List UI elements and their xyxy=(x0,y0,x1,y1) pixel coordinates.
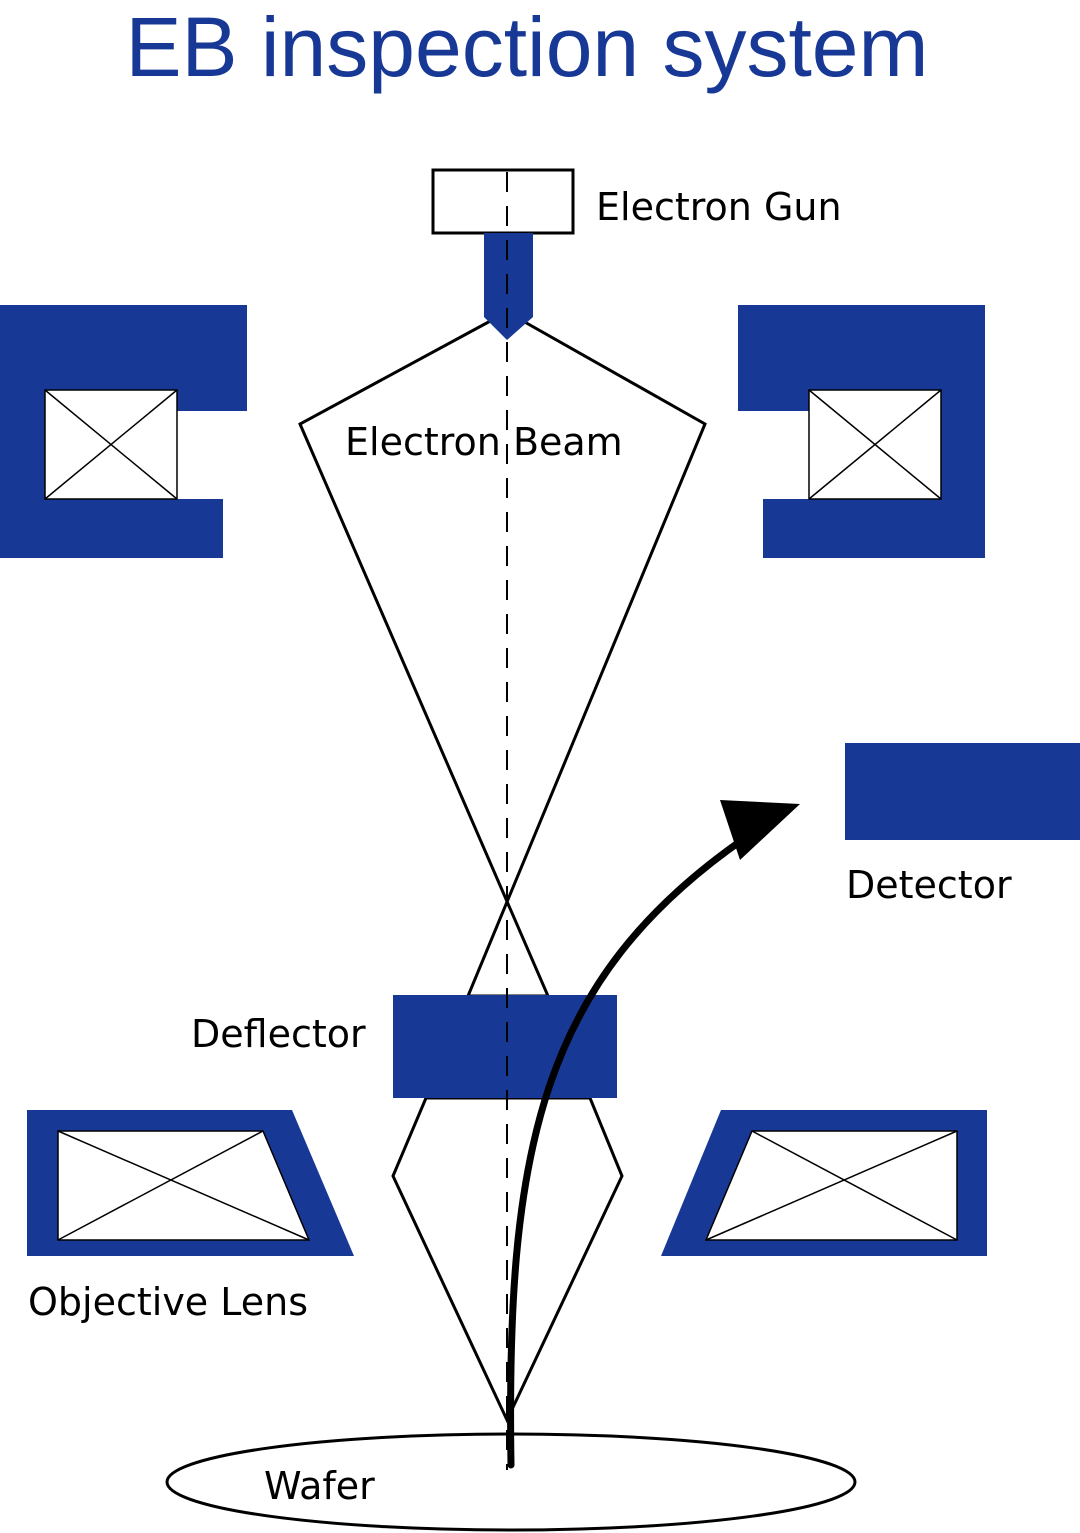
label-electron-gun: Electron Gun xyxy=(596,185,842,229)
label-electron-beam: Electron Beam xyxy=(345,420,623,464)
detector-block xyxy=(845,743,1080,840)
objective-lens-right-coil xyxy=(704,1130,958,1241)
diagram-title: EB inspection system xyxy=(125,0,928,94)
objective-lens-left-coil xyxy=(57,1130,311,1241)
label-objective-lens: Objective Lens xyxy=(28,1280,308,1324)
label-deflector: Deflector xyxy=(191,1012,366,1056)
condenser-lens-left-coil xyxy=(44,389,178,500)
electron-gun-box xyxy=(431,168,575,235)
electron-gun-emitter xyxy=(484,233,533,340)
secondary-electron-path xyxy=(507,834,749,1469)
label-wafer: Wafer xyxy=(264,1464,375,1508)
label-detector: Detector xyxy=(846,863,1012,907)
condenser-lens-right-coil xyxy=(808,389,942,500)
electron-beam-upper-cone xyxy=(298,310,707,998)
secondary-electron-arrowhead xyxy=(720,800,800,860)
